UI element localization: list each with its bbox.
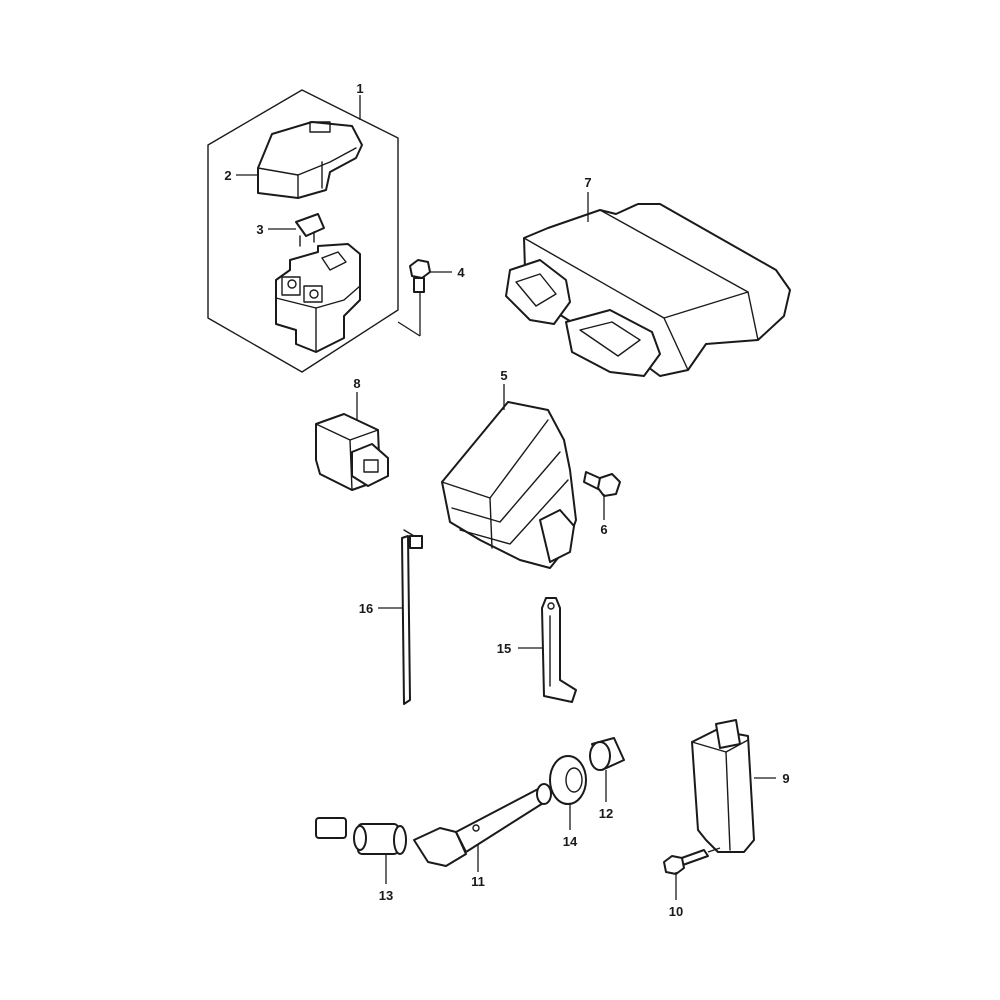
callout-12: 12 <box>599 806 613 821</box>
coil-bolt <box>663 847 721 875</box>
plug-cap <box>413 783 552 867</box>
cable-tie <box>401 529 423 705</box>
grommet <box>549 755 587 805</box>
ecu <box>505 203 791 377</box>
callout-14: 14 <box>563 834 578 849</box>
high-tension-lead <box>270 648 745 839</box>
callout-11: 11 <box>471 874 485 889</box>
callout-5: 5 <box>500 368 507 383</box>
callout-16: 16 <box>359 601 373 616</box>
callouts: 1 2 3 4 5 6 7 8 9 10 11 12 13 14 15 16 <box>224 81 789 919</box>
callout-1: 1 <box>356 81 363 96</box>
callout-4: 4 <box>457 265 465 280</box>
callout-2: 2 <box>224 168 231 183</box>
callout-9: 9 <box>782 771 789 786</box>
leader-lines <box>236 174 776 900</box>
callout-3: 3 <box>256 222 263 237</box>
relay-body <box>275 243 361 353</box>
ignition-coil <box>691 719 755 853</box>
relay-cover <box>257 121 363 199</box>
relay-box-assembly-frame <box>207 89 399 373</box>
callout-7: 7 <box>584 175 591 190</box>
fuse <box>295 213 325 247</box>
callout-13: 13 <box>379 888 393 903</box>
collar <box>589 737 625 771</box>
regulator-rectifier <box>441 401 577 569</box>
callout-10: 10 <box>669 904 683 919</box>
cap-boot <box>353 823 407 855</box>
callout-15: 15 <box>497 641 511 656</box>
clamp <box>541 597 577 703</box>
connector <box>315 413 389 491</box>
callout-6: 6 <box>600 522 607 537</box>
bolt <box>397 259 431 337</box>
screw <box>583 471 621 497</box>
callout-8: 8 <box>353 376 360 391</box>
